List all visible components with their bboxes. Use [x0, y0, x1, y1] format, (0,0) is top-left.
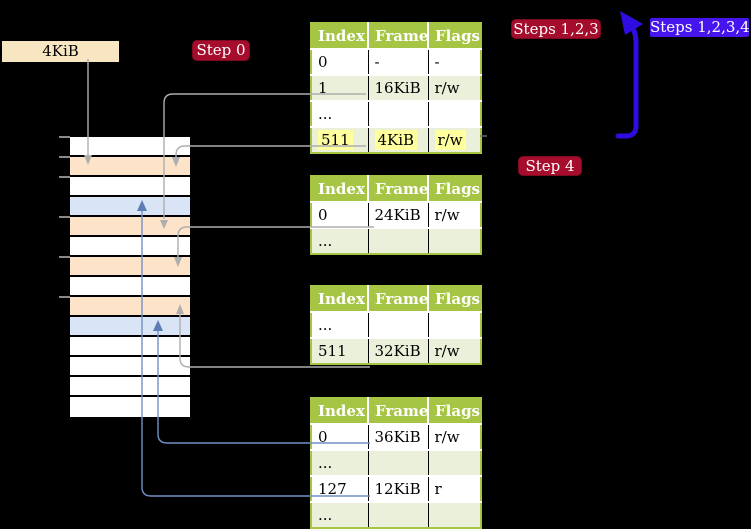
col-header-index: Index: [311, 286, 368, 312]
table-header-row: Index Frame Flags: [311, 176, 481, 202]
memory-row: [70, 237, 190, 257]
table-header-row: Index Frame Flags: [311, 286, 481, 312]
memory-row: [70, 157, 190, 177]
memory-row: [70, 377, 190, 397]
col-header-index: Index: [311, 398, 368, 424]
col-header-flags: Flags: [427, 176, 481, 202]
step0-label: Step 0: [192, 40, 250, 61]
memory-row: [70, 277, 190, 297]
table-row: ...: [311, 449, 481, 476]
table-row: 0 36KiB r/w: [311, 423, 481, 450]
physical-memory-column: [70, 137, 190, 417]
table-row: ...: [311, 227, 481, 254]
col-header-flags: Flags: [427, 286, 481, 312]
col-header-frame: Frame: [367, 286, 428, 312]
highlighted-value: 511: [318, 130, 353, 150]
address-tick: [59, 176, 70, 178]
page-table-level1-b: Index Frame Flags ... 511 32KiB r/w: [310, 285, 482, 365]
table-row: 1 16KiB r/w: [311, 74, 481, 101]
col-header-index: Index: [311, 176, 368, 202]
address-tick: [59, 296, 70, 298]
memory-row: [70, 137, 190, 157]
table-row: ...: [311, 100, 481, 127]
col-header-flags: Flags: [427, 23, 481, 49]
table-row: 0 - -: [311, 48, 481, 75]
col-header-index: Index: [311, 23, 368, 49]
address-tick: [59, 256, 70, 258]
memory-row: [70, 197, 190, 217]
steps-loop-arrow: [615, 19, 639, 139]
col-header-frame: Frame: [367, 176, 428, 202]
page-table-level1-a: Index Frame Flags 0 24KiB r/w ...: [310, 175, 482, 255]
address-tick: [59, 156, 70, 158]
highlighted-value: r/w: [434, 130, 466, 150]
steps1234-label: Steps 1,2,3,4: [650, 18, 750, 37]
page-table-level2: Index Frame Flags 0 - - 1 16KiB r/w ... …: [310, 22, 482, 154]
memory-row: [70, 357, 190, 377]
table-row-highlighted: 511 4KiB r/w: [311, 126, 481, 153]
address-tick: [59, 216, 70, 218]
step4-label: Step 4: [518, 156, 582, 176]
memory-row: [70, 217, 190, 237]
memory-row: [70, 177, 190, 197]
memory-row: [70, 337, 190, 357]
highlighted-value: 4KiB: [374, 130, 418, 150]
memory-row: [70, 397, 190, 417]
table-row: 127 12KiB r: [311, 475, 481, 502]
table-row: 511 32KiB r/w: [311, 337, 481, 364]
steps123-label: Steps 1,2,3: [511, 19, 601, 39]
col-header-frame: Frame: [367, 398, 428, 424]
memory-row: [70, 297, 190, 317]
table-row: ...: [311, 501, 481, 528]
address-tick: [59, 136, 70, 138]
table-header-row: Index Frame Flags: [311, 398, 481, 424]
table-row: 0 24KiB r/w: [311, 201, 481, 228]
table-header-row: Index Frame Flags: [311, 23, 481, 49]
col-header-flags: Flags: [427, 398, 481, 424]
col-header-frame: Frame: [367, 23, 428, 49]
page-table-level1-c: Index Frame Flags 0 36KiB r/w ... 127 12…: [310, 397, 482, 529]
table-row: ...: [311, 311, 481, 338]
arrowhead-upleft-icon: [620, 11, 643, 35]
memory-row: [70, 257, 190, 277]
memory-row: [70, 317, 190, 337]
page-size-box: 4KiB: [2, 41, 119, 62]
